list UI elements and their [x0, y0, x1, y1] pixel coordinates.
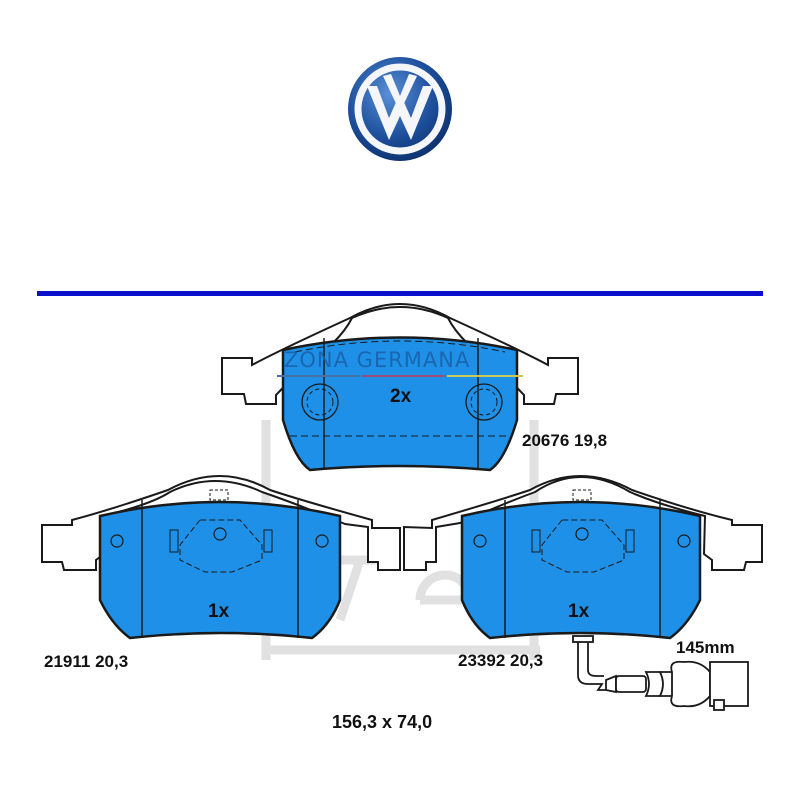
vw-logo-icon — [348, 57, 452, 161]
pad-bottom-right-quantity: 1x — [568, 601, 590, 622]
thickness: 19,8 — [574, 431, 608, 450]
part-number: 21911 — [44, 652, 91, 671]
pad-bottom-left — [41, 475, 401, 640]
dimensions-label: 156,3 x 74,0 — [332, 712, 433, 732]
blue-divider — [37, 291, 763, 296]
pad-top — [221, 303, 579, 472]
pad-top-label: 20676 19,8 — [522, 431, 607, 451]
thickness: 20,3 — [510, 651, 544, 670]
watermark-text: ZONA GERMANA — [284, 348, 471, 372]
wear-sensor-icon — [572, 635, 749, 711]
part-number: 23392 — [458, 651, 506, 670]
pad-bottom-left-quantity: 1x — [208, 601, 230, 622]
sensor-length-label: 145mm — [676, 638, 735, 657]
thickness: 20,3 — [95, 652, 129, 671]
part-number: 20676 — [522, 431, 570, 450]
pad-bottom-right-label: 23392 20,3 — [458, 651, 543, 671]
pad-top-quantity: 2x — [390, 386, 412, 407]
pad-bottom-left-label: 21911 20,3 — [44, 652, 128, 672]
pad-bottom-right — [403, 475, 763, 711]
